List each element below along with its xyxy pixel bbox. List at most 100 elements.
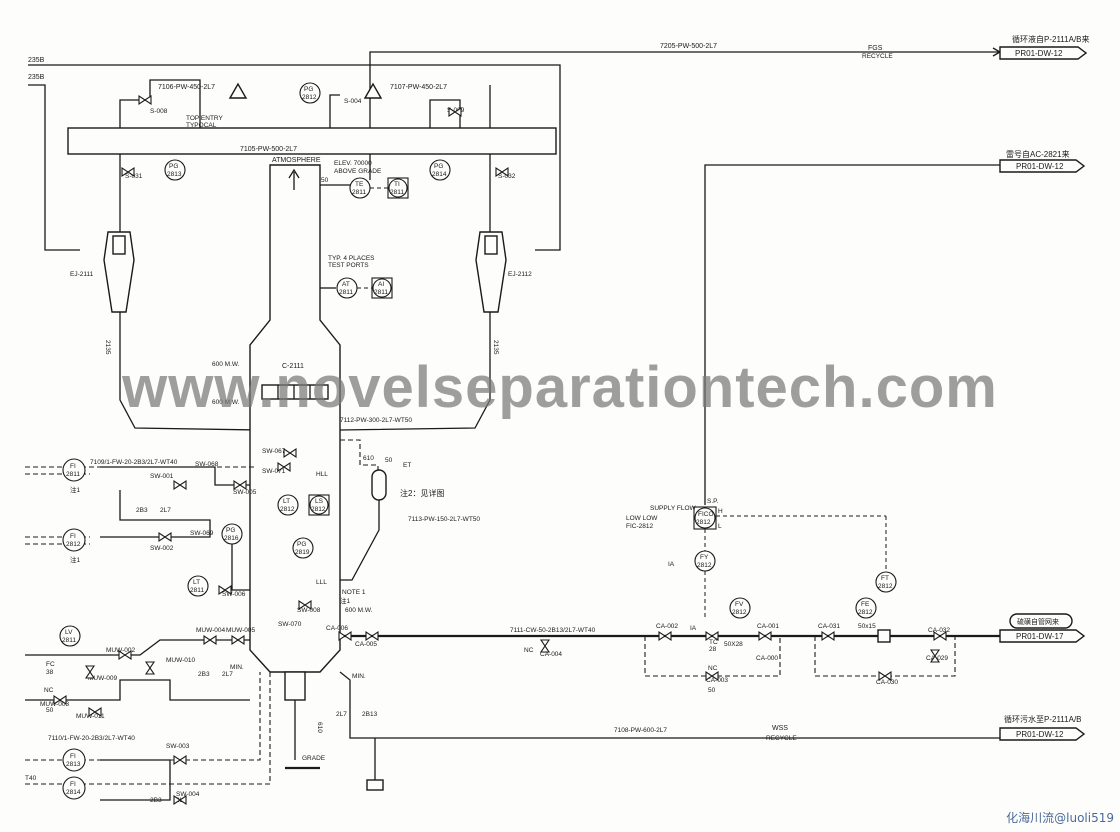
line-235: 235B 235B <box>28 57 561 251</box>
valve-s004: S-004 <box>344 98 362 105</box>
valve-icon <box>138 94 152 106</box>
svg-text:2812: 2812 <box>878 583 893 590</box>
svg-text:FI: FI <box>70 463 76 470</box>
valve-s009: S-009 <box>447 107 465 114</box>
svg-text:PG: PG <box>434 163 443 170</box>
svg-text:FI: FI <box>70 781 76 788</box>
svg-text:2812: 2812 <box>302 94 317 101</box>
valve-icon <box>53 694 67 706</box>
svg-text:PR01-DW-17: PR01-DW-17 <box>1016 632 1064 641</box>
svg-text:MUW-011: MUW-011 <box>76 713 105 720</box>
top-recycle-line: 7205-PW-500-2L7 FGS RECYCLE <box>369 43 1002 180</box>
svg-text:2811: 2811 <box>62 637 76 644</box>
svg-text:600 M.W.: 600 M.W. <box>212 361 240 368</box>
svg-text:SW-006: SW-006 <box>222 591 246 598</box>
svg-text:7113-PW-150-2L7-WT50: 7113-PW-150-2L7-WT50 <box>408 516 480 523</box>
svg-text:28: 28 <box>709 646 717 653</box>
instrument-air-line <box>704 164 1000 505</box>
svg-text:硫磺自管网来: 硫磺自管网来 <box>1017 617 1059 626</box>
svg-text:FY: FY <box>700 554 709 561</box>
svg-text:CA-000: CA-000 <box>756 655 778 662</box>
svg-text:SW-003: SW-003 <box>166 743 190 750</box>
svg-text:2L7: 2L7 <box>160 507 171 514</box>
valve-icon <box>218 584 232 596</box>
svg-text:SW-001: SW-001 <box>150 473 174 480</box>
svg-text:SW-068: SW-068 <box>195 461 219 468</box>
svg-text:MUW-010: MUW-010 <box>166 657 196 664</box>
svg-text:PR01-DW-12: PR01-DW-12 <box>1016 162 1064 171</box>
svg-text:CA-002: CA-002 <box>656 623 678 630</box>
offpage-connector <box>999 46 1088 60</box>
svg-text:GRADE: GRADE <box>302 755 326 762</box>
instrument-ls2812: LS 2812 <box>308 494 330 516</box>
valve-icon <box>231 634 245 646</box>
line-label-235a: 235B <box>28 57 45 64</box>
warning-triangle-1 <box>228 82 248 99</box>
svg-text:2811: 2811 <box>190 587 204 594</box>
svg-text:MIN.: MIN. <box>230 664 244 671</box>
svg-text:SW-069: SW-069 <box>190 530 214 537</box>
offpage-to-p2111: 循环污水至P-2111A/B PR01-DW-12 <box>999 714 1086 741</box>
svg-text:FE: FE <box>861 601 870 608</box>
svg-text:2812: 2812 <box>66 541 81 548</box>
line-label-2135l: 2135 <box>104 340 111 355</box>
svg-text:SW-067: SW-067 <box>262 448 286 455</box>
line-label-7106: 7106-PW-450-2L7 <box>158 84 215 91</box>
valve-icon <box>929 649 941 663</box>
svg-text:S.P.: S.P. <box>707 498 719 505</box>
valve-icon <box>158 531 172 543</box>
valve-icon <box>173 794 187 806</box>
dim-50a: 50 <box>321 177 329 184</box>
svg-text:PG: PG <box>304 86 313 93</box>
svg-text:TC: TC <box>709 639 718 646</box>
svg-text:L: L <box>718 523 722 530</box>
svg-text:2816: 2816 <box>224 535 239 542</box>
svg-text:PG: PG <box>226 527 235 534</box>
svg-text:CA-006: CA-006 <box>326 625 348 632</box>
svg-text:EJ-2111: EJ-2111 <box>70 271 94 278</box>
svg-text:IA: IA <box>690 625 697 632</box>
test-ports-label: TYP. 4 PLACES <box>328 255 375 262</box>
valve-icon <box>878 670 892 682</box>
instrument-ft2812: FT 2812 <box>875 571 897 593</box>
svg-text:NOTE 1: NOTE 1 <box>342 589 366 596</box>
instrument-pg2814: PG 2814 <box>429 159 451 181</box>
valve-icon <box>705 630 719 642</box>
svg-text:SW-005: SW-005 <box>233 489 257 496</box>
svg-text:610: 610 <box>316 722 323 733</box>
valve-icon <box>121 166 135 178</box>
instrument-ti2811: TI 2811 <box>387 177 409 199</box>
signature: 化海川流@luoli519 <box>1006 811 1114 825</box>
svg-text:50: 50 <box>708 687 716 694</box>
instrument-fi2811: FI 2811 注1 <box>62 458 86 494</box>
svg-text:2L7: 2L7 <box>222 671 233 678</box>
line-label-2135r: 2135 <box>492 340 499 355</box>
line-label-7205: 7205-PW-500-2L7 <box>660 43 717 50</box>
test-ports-label2: TEST PORTS <box>328 262 369 269</box>
ej-right-return <box>339 312 491 431</box>
svg-text:LS: LS <box>315 498 324 505</box>
svg-text:2B3: 2B3 <box>198 671 210 678</box>
svg-text:HLL: HLL <box>316 471 328 478</box>
typical-label: TYPOCAL <box>186 122 217 129</box>
valve-icon <box>233 479 247 491</box>
svg-text:2812: 2812 <box>696 519 711 526</box>
offpage-from-pipe: 硫磺自管网来 PR01-DW-17 <box>999 613 1086 643</box>
valve-icon <box>84 665 96 679</box>
svg-text:50: 50 <box>385 457 393 464</box>
svg-text:2813: 2813 <box>66 761 81 768</box>
instrument-at2811: AT 2811 <box>336 277 358 299</box>
instrument-lv2811: LV 2811 <box>59 625 81 647</box>
line-label-fgs: FGS <box>868 45 883 52</box>
svg-text:EJ-2112: EJ-2112 <box>508 271 532 278</box>
svg-text:FT: FT <box>881 575 889 582</box>
valve-icon <box>203 634 217 646</box>
svg-text:注1: 注1 <box>70 485 81 494</box>
valve-icon <box>821 630 835 642</box>
svg-text:T40: T40 <box>25 775 37 782</box>
valve-icon <box>173 479 187 491</box>
instrument-fy2812: FY 2812 IA <box>668 550 716 620</box>
svg-text:600 M.W.: 600 M.W. <box>212 399 240 406</box>
instrument-pg2813: PG 2813 <box>164 159 186 181</box>
